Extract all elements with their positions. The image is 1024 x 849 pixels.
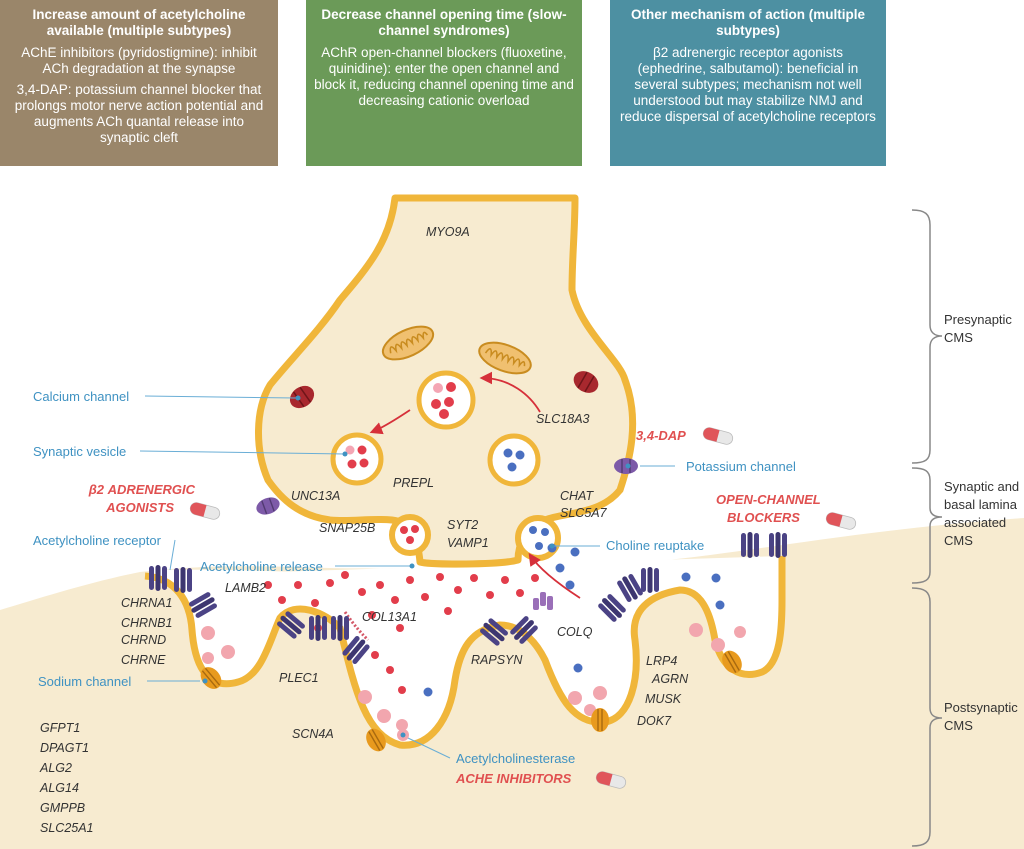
gene-label: SNAP25B — [319, 521, 375, 535]
gene-label: SYT2 — [447, 518, 478, 532]
gene-label: RAPSYN — [471, 653, 523, 667]
gene-label: MYO9A — [426, 225, 470, 239]
acetylcholine-release-label: Acetylcholine release — [200, 559, 323, 574]
gene-label: SLC5A7 — [560, 506, 608, 520]
colq-complex — [533, 592, 553, 610]
sodium-channel-label: Sodium channel — [38, 674, 131, 689]
cms-label: CMS — [944, 533, 973, 548]
gene-label: CHRNA1 — [121, 596, 172, 610]
cms-label: Postsynaptic — [944, 700, 1018, 715]
gene-label: ALG14 — [39, 781, 79, 795]
gene-label: PLEC1 — [279, 671, 319, 685]
gene-label: ALG2 — [39, 761, 72, 775]
pill-icon — [824, 510, 858, 532]
gene-label: PREPL — [393, 476, 434, 490]
pill-icon — [188, 500, 222, 522]
synaptic-vesicle-top — [416, 370, 476, 430]
cms-brackets — [911, 209, 943, 847]
fusing-vesicle — [389, 514, 431, 556]
box-paragraph: 3,4-DAP: potassium channel blocker that … — [14, 82, 264, 145]
gene-label: COLQ — [557, 625, 593, 639]
mechanism-box-decrease-opening: Decrease channel opening time (slow-chan… — [306, 0, 582, 166]
gene-label: GFPT1 — [40, 721, 80, 735]
cms-label: Synaptic and — [944, 479, 1019, 494]
drug-label: ACHE INHIBITORS — [455, 771, 572, 786]
ach-in-fusing-vesicle — [400, 525, 419, 544]
gene-label: CHAT — [560, 489, 594, 503]
cms-label: CMS — [944, 330, 973, 345]
cms-label: basal lamina — [944, 497, 1018, 512]
drug-label: AGONISTS — [105, 500, 174, 515]
gene-label: COL13A1 — [362, 610, 417, 624]
gene-label: DOK7 — [637, 714, 672, 728]
gene-label: VAMP1 — [447, 536, 489, 550]
leader-dots — [202, 395, 631, 738]
cms-label: Presynaptic — [944, 312, 1012, 327]
gene-label: CHRND — [121, 633, 166, 647]
drug-label: 3,4-DAP — [636, 428, 686, 443]
gene-label: CHRNE — [121, 653, 166, 667]
gene-label: UNC13A — [291, 489, 340, 503]
mechanism-box-other: Other mechanism of action (multiple subt… — [610, 0, 886, 166]
gene-label: SLC18A3 — [536, 412, 590, 426]
drug-label: BLOCKERS — [727, 510, 800, 525]
box-paragraph: AChR open-channel blockers (fluoxetine, … — [314, 45, 574, 108]
gene-label: SCN4A — [292, 727, 334, 741]
choline-reuptake-arrow — [528, 552, 581, 599]
box-paragraph: AChE inhibitors (pyridostigmine): inhibi… — [21, 45, 257, 76]
gene-label: AGRN — [651, 672, 689, 686]
cms-label: CMS — [944, 718, 973, 733]
calcium-channel-label: Calcium channel — [33, 389, 129, 404]
fold-particles — [201, 623, 746, 731]
gene-label: GMPPB — [40, 801, 85, 815]
choline-in-pocket — [529, 526, 549, 550]
gene-label: LAMB2 — [225, 581, 266, 595]
gene-label: SLC25A1 — [40, 821, 94, 835]
synaptic-vesicle-right — [487, 433, 541, 487]
potassium-channel — [253, 493, 283, 519]
sodium-channel — [590, 707, 610, 733]
synaptic-vesicle-left — [330, 432, 384, 486]
mechanism-box-increase-ach: Increase amount of acetylcholine availab… — [0, 0, 278, 166]
cms-label: associated — [944, 515, 1006, 530]
box-paragraph: β2 adrenergic receptor agonists (ephedri… — [620, 45, 876, 124]
choline-reuptake-label: Choline reuptake — [606, 538, 704, 553]
box-title: Increase amount of acetylcholine availab… — [32, 7, 246, 38]
drug-label: β2 ADRENERGIC — [88, 482, 196, 497]
col13a1-strand — [343, 611, 370, 642]
vesicle-cycle-arrow — [369, 409, 411, 435]
gene-label: LRP4 — [646, 654, 677, 668]
pill-icon — [701, 425, 735, 447]
gene-label: MUSK — [645, 692, 682, 706]
gene-label: CHRNB1 — [121, 616, 172, 630]
box-title: Other mechanism of action (multiple subt… — [630, 7, 866, 38]
vesicle-cycle-arrow — [479, 371, 541, 413]
acetylcholinesterase-label: Acetylcholinesterase — [456, 751, 575, 766]
acetylcholine-receptor-label: Acetylcholine receptor — [33, 533, 162, 548]
potassium-channel-label: Potassium channel — [686, 459, 796, 474]
drug-label: OPEN-CHANNEL — [716, 492, 821, 507]
box-title: Decrease channel opening time (slow-chan… — [321, 7, 567, 38]
ach-molecules — [264, 571, 539, 694]
gene-label: DPAGT1 — [40, 741, 89, 755]
synaptic-vesicle-label: Synaptic vesicle — [33, 444, 126, 459]
leader-lines — [139, 395, 675, 759]
